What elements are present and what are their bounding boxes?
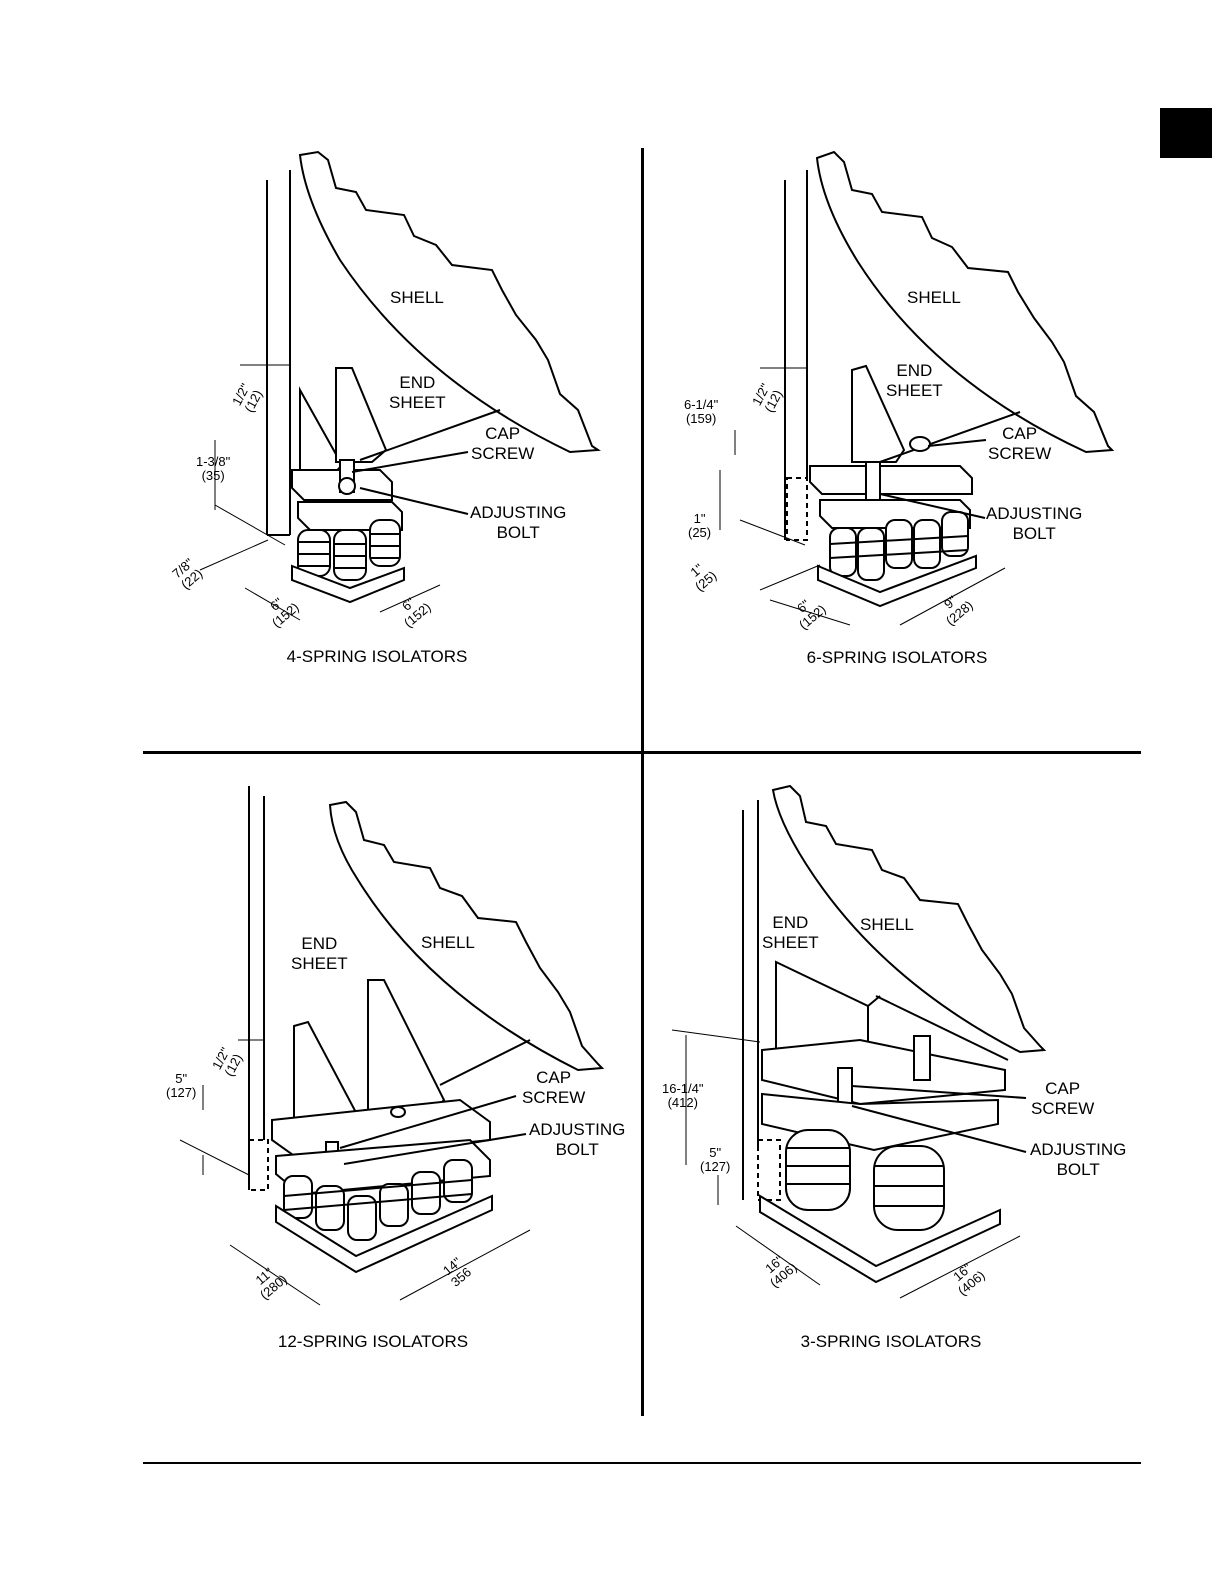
shell-base-line: [875, 995, 1009, 1061]
spare-bolt: [913, 1035, 931, 1081]
cap-screw-head: [909, 436, 931, 452]
adjusting-bolt-leader: [851, 1105, 1027, 1153]
panel-3-spring: END SHEET SHELL CAP SCREW ADJUSTING BOLT…: [662, 784, 1127, 1351]
section-tab-marker: [1160, 108, 1212, 158]
panel-12-spring: END SHEET SHELL CAP SCREW ADJUSTING BOLT…: [0, 0, 640, 1460]
cap-screw-leader: [339, 1095, 517, 1149]
label-cap-screw: CAP SCREW: [1031, 1079, 1095, 1118]
label-adjusting-bolt: ADJUSTING BOLT: [470, 503, 567, 542]
label-end-sheet: END SHEET: [291, 934, 348, 973]
shell-base-line: [359, 409, 501, 461]
label-adjusting-bolt: ADJUSTING BOLT: [986, 504, 1083, 543]
label-shell: SHELL: [390, 288, 444, 307]
label-shell: SHELL: [860, 915, 914, 934]
dimension-lines: [199, 364, 441, 621]
springs-group: [283, 1159, 473, 1241]
dim-height: 5" (127): [166, 1071, 197, 1100]
illustration-6-spring: [719, 150, 1115, 626]
wall-dashed-base: [248, 1139, 269, 1191]
vertical-divider: [641, 148, 644, 1416]
dim-height: 6-1/4" (159): [684, 397, 719, 426]
shell-base-line: [439, 1039, 531, 1086]
footer-rule: [143, 1462, 1141, 1464]
base-plate: [817, 554, 977, 608]
cap-screw-head: [390, 1106, 406, 1118]
top-plate: [761, 1038, 1006, 1106]
label-end-sheet: END SHEET: [886, 361, 943, 400]
springs-group: [829, 511, 969, 581]
panel-6-spring: SHELL END SHEET CAP SCREW ADJUSTING BOLT…: [0, 0, 1224, 750]
dimension-lines: [671, 1029, 1021, 1299]
cap-screw-leader: [927, 439, 987, 447]
adjusting-bolt-leader: [359, 487, 469, 515]
springs-group: [297, 519, 401, 581]
label-cap-screw: CAP SCREW: [471, 424, 535, 463]
gusset: [851, 364, 906, 463]
springs-group: [785, 1129, 945, 1231]
shell-outline: [815, 150, 1115, 454]
base-plate: [759, 1194, 1001, 1284]
top-plate: [809, 465, 973, 495]
adjusting-bolt-leader: [879, 493, 986, 519]
shell-outline: [328, 800, 605, 1072]
label-end-sheet: END SHEET: [762, 913, 819, 952]
base-plate: [275, 1194, 493, 1274]
cap-screw-leader: [851, 1085, 1027, 1099]
label-end-sheet: END SHEET: [389, 373, 446, 412]
panel-4-spring: SHELL END SHEET CAP SCREW ADJUSTING BOLT…: [0, 0, 640, 750]
caption-4-spring: 4-SPRING ISOLATORS: [286, 647, 468, 666]
illustration-4-spring: [199, 150, 601, 621]
gusset-right: [335, 367, 388, 463]
shell-outline: [771, 784, 1047, 1054]
base-plate: [291, 564, 405, 604]
adjusting-bolt-leader: [343, 1133, 527, 1165]
cap-screw-leader: [351, 451, 469, 473]
label-cap-screw: CAP SCREW: [988, 424, 1052, 463]
dim-height: 1-3/8" (35): [196, 454, 231, 483]
caption-6-spring: 6-SPRING ISOLATORS: [806, 648, 988, 667]
dim-mid: 5" (127): [700, 1145, 731, 1174]
label-adjusting-bolt: ADJUSTING BOLT: [1030, 1140, 1127, 1179]
shell-base-line: [879, 411, 1021, 463]
dimension-lines: [719, 367, 1006, 626]
dim-mid: 1" (25): [688, 511, 712, 540]
label-shell: SHELL: [907, 288, 961, 307]
adjusting-bolt-nut: [338, 477, 356, 495]
dimension-lines: [179, 1039, 531, 1306]
label-cap-screw: CAP SCREW: [522, 1068, 586, 1107]
illustration-3-spring: [671, 784, 1047, 1299]
caption-3-spring: 3-SPRING ISOLATORS: [800, 1332, 982, 1351]
dim-height: 16-1/4" (412): [662, 1081, 704, 1110]
illustration-12-spring: [179, 786, 605, 1306]
shell-outline: [298, 150, 601, 454]
horizontal-divider: [143, 751, 1141, 754]
wall-dashed-base: [786, 477, 808, 541]
label-shell: SHELL: [421, 933, 475, 952]
wall-dashed-base: [757, 1139, 781, 1201]
label-adjusting-bolt: ADJUSTING BOLT: [529, 1120, 626, 1159]
caption-12-spring: 12-SPRING ISOLATORS: [277, 1332, 469, 1351]
